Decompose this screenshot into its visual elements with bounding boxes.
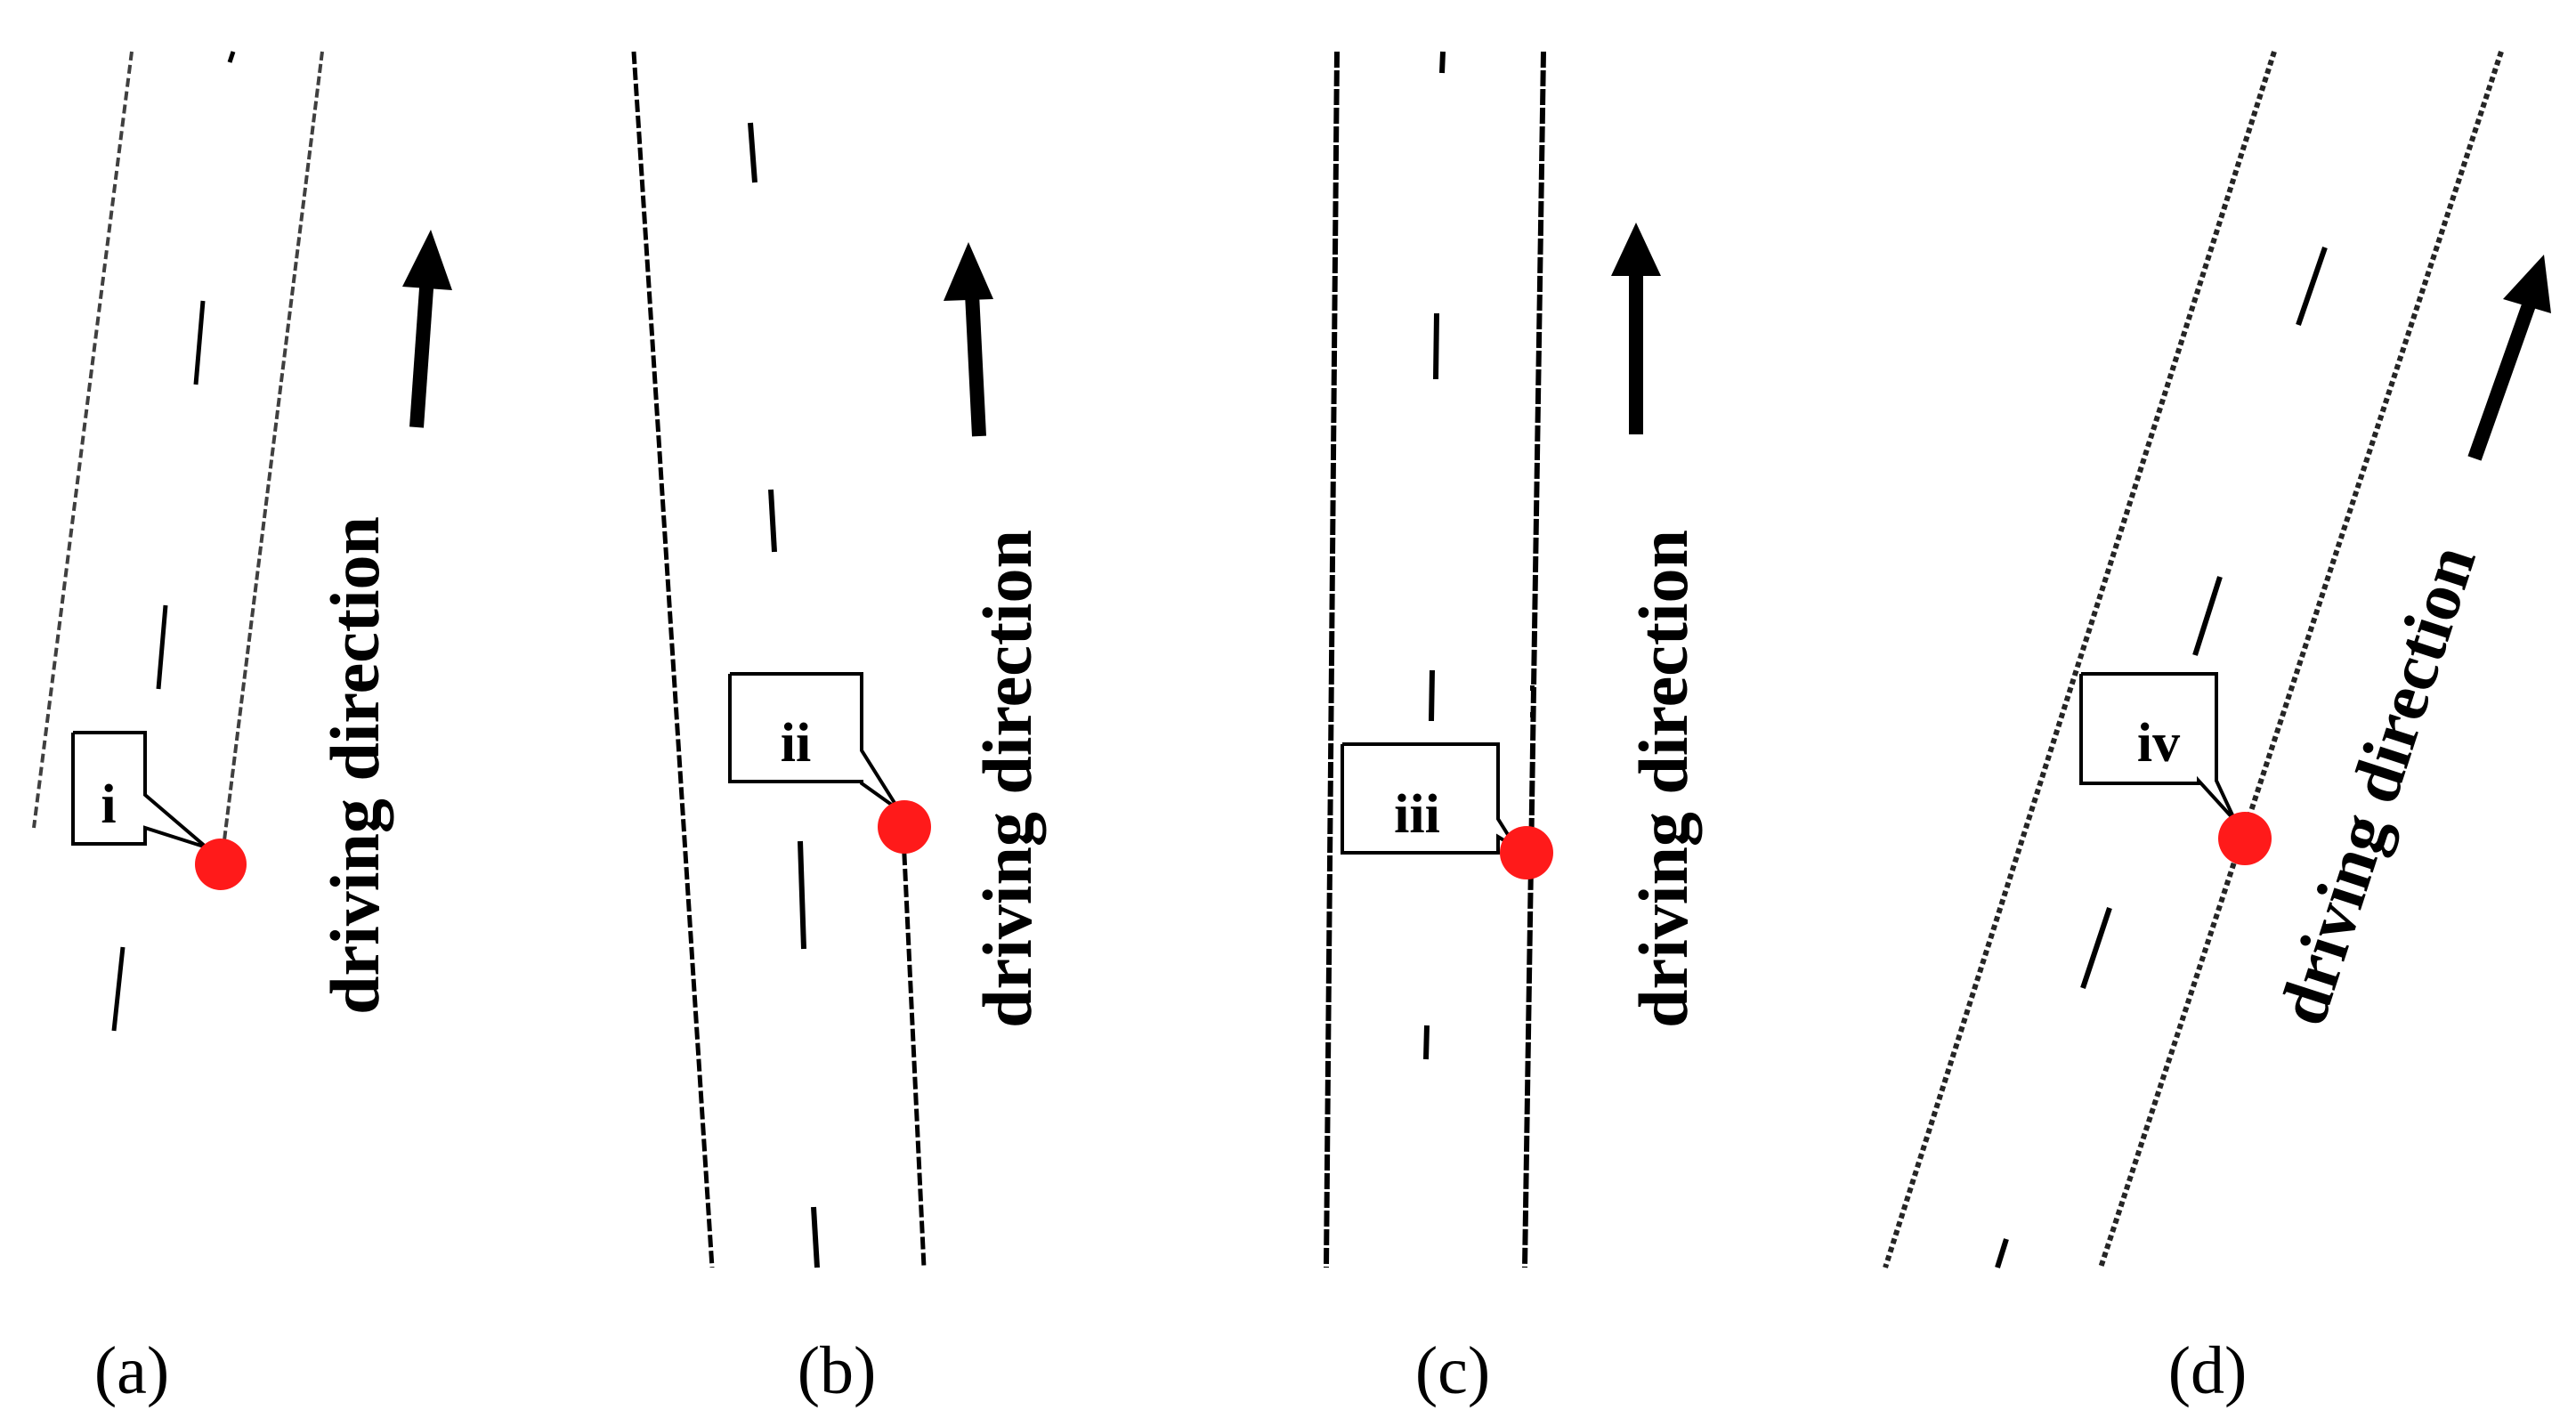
lane-boundary-right	[221, 51, 324, 855]
red-dot-icon	[2218, 812, 2272, 865]
lane-center-dashes	[748, 122, 820, 1268]
panel-caption: (a)	[94, 1333, 169, 1408]
panel-caption: (b)	[798, 1333, 877, 1408]
panel-a: i driving direction (a)	[32, 51, 452, 1408]
red-dot-icon	[878, 800, 931, 854]
lane-boundary-left	[631, 51, 715, 1268]
panel-b: ii driving direction (b)	[631, 51, 1046, 1408]
arrow-up-icon	[402, 230, 452, 428]
direction-label: driving direction	[316, 516, 393, 1015]
marker-label: iii	[1394, 784, 1440, 845]
lane-boundary-left	[1324, 51, 1340, 1268]
lane-boundary-left	[32, 51, 134, 829]
marker-label: i	[101, 774, 116, 835]
arrow-up-icon	[2467, 255, 2551, 461]
red-dot-icon	[195, 839, 247, 890]
lane-boundary-left	[1883, 51, 2277, 1268]
callout-box-d	[2079, 672, 2237, 822]
lane-dots	[1530, 685, 1535, 778]
callout-box-a	[71, 731, 208, 849]
direction-label: driving direction	[2263, 536, 2491, 1033]
lane-boundary-right	[901, 836, 927, 1268]
panel-caption: (d)	[2168, 1333, 2248, 1408]
direction-label: driving direction	[968, 530, 1046, 1028]
red-dot-icon	[1500, 826, 1553, 879]
arrow-up-icon	[944, 242, 993, 437]
arrow-up-icon	[1611, 223, 1661, 434]
lane-boundary-right	[1522, 51, 1546, 1268]
lane-center-dashes	[111, 51, 236, 1032]
panel-caption: (c)	[1415, 1333, 1490, 1408]
marker-label: ii	[781, 713, 811, 774]
panel-c: iii driving direction (c)	[1324, 51, 1702, 1408]
direction-label: driving direction	[1624, 530, 1702, 1028]
panel-d: iv driving direction (d)	[1883, 51, 2551, 1408]
lane-center-dashes	[1995, 247, 2328, 1268]
lane-center-dashes	[1423, 51, 1446, 1060]
callout-box-b	[728, 672, 901, 812]
marker-label: iv	[2137, 713, 2180, 774]
